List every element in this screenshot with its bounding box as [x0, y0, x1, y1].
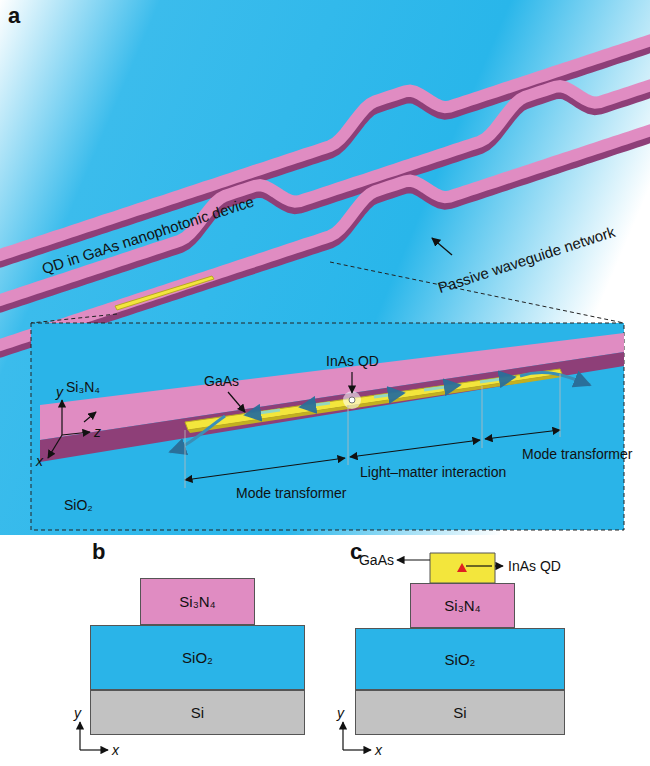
panel-letter: a [8, 4, 20, 28]
quantum-dot [349, 397, 355, 403]
material-label: GaAs [359, 553, 394, 568]
gaas-taper [185, 369, 562, 430]
oxide-layer: SiO₂ [90, 625, 305, 690]
material-label: Si₃N₄ [66, 380, 100, 395]
layer-label: SiO₂ [182, 649, 213, 666]
layer-label: SiO₂ [445, 651, 476, 668]
waveguide-side [40, 352, 624, 462]
waveguide-top [40, 333, 624, 440]
panel-letter: b [92, 540, 105, 564]
waveguide [0, 79, 650, 307]
layer-label: Si [453, 704, 466, 721]
gaas-block [430, 553, 495, 583]
waveguide [0, 124, 650, 352]
nitride-layer: Si₃N₄ [410, 583, 515, 628]
layer-label: Si [191, 704, 204, 721]
silicon-substrate: Si [355, 690, 565, 735]
waveguide-network [0, 34, 650, 357]
pointer-arrow [432, 238, 452, 255]
quantum-dot [457, 563, 467, 572]
material-label: InAs QD [326, 354, 379, 369]
material-label: GaAs [204, 374, 239, 389]
material-label: SiO₂ [64, 498, 93, 513]
gaas-device [115, 276, 214, 310]
zoom-line [31, 314, 117, 323]
gaas-side [188, 374, 562, 433]
region-label: Mode transformer [522, 447, 632, 462]
region-label: Light–matter interaction [360, 465, 506, 480]
layer-label: Si₃N₄ [444, 597, 480, 614]
silicon-substrate: Si [90, 690, 305, 735]
axis-label: x [112, 743, 119, 758]
nitride-layer: Si₃N₄ [140, 578, 255, 625]
axis-label: y [74, 706, 81, 721]
material-label: InAs QD [508, 559, 561, 574]
layer-label: Si₃N₄ [179, 593, 215, 610]
axis-label: y [56, 385, 63, 400]
waveguide [0, 34, 650, 262]
axis-label: x [375, 743, 382, 758]
oxide-layer: SiO₂ [355, 628, 565, 690]
region-label: Mode transformer [236, 486, 346, 501]
inset-box [31, 323, 624, 530]
axis-label: z [94, 425, 101, 440]
axis-label: y [337, 706, 344, 721]
axis-label: x [36, 454, 43, 469]
